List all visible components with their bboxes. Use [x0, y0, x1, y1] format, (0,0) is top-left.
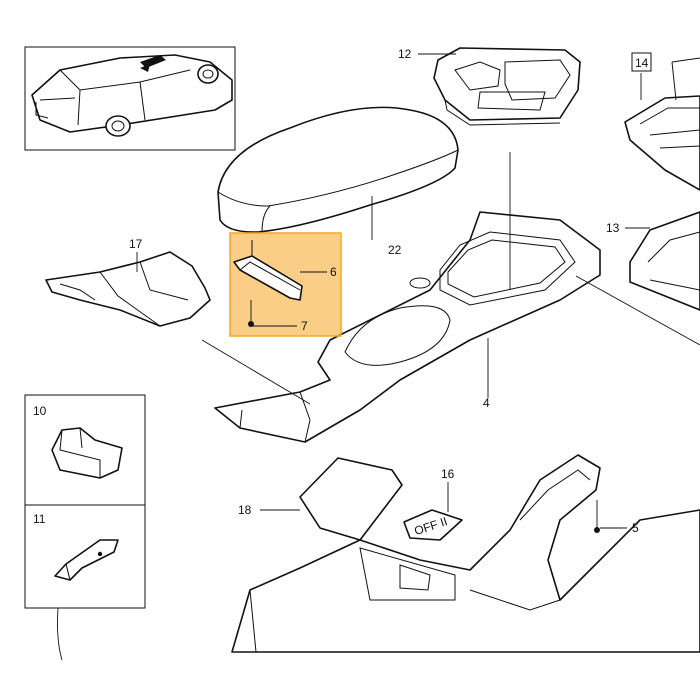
- callout-4: 4: [483, 396, 490, 410]
- callout-16: 16: [441, 467, 455, 481]
- lower-console-body: [231, 454, 700, 653]
- part-16-ashtray-lid: OFF II: [403, 509, 463, 541]
- leader-lines: [136, 53, 700, 529]
- vehicle-locator-inset: [24, 46, 236, 151]
- part-12-front-tray: [433, 47, 581, 126]
- part-18-lid: [299, 457, 403, 541]
- inset-box-11: [24, 504, 146, 661]
- callout-17: 17: [129, 237, 143, 251]
- part-5-screw: [594, 500, 600, 533]
- callout-10: 10: [33, 404, 47, 418]
- callout-18: 18: [238, 503, 252, 517]
- part-4-console-frame: [214, 211, 601, 443]
- callout-14: 14: [635, 56, 649, 70]
- console-location-marker: [140, 55, 166, 68]
- part-17-end-piece: [45, 251, 211, 327]
- part-22-armrest: [217, 106, 459, 233]
- callout-14-box: [631, 52, 652, 72]
- callout-12: 12: [398, 47, 412, 61]
- callout-22: 22: [388, 243, 402, 257]
- part-7-screw: [248, 300, 254, 327]
- callout-labels: 12 14 13 17 22 6 7 4 10 11 16 18 5: [33, 47, 652, 535]
- callout-6: 6: [330, 265, 337, 279]
- part-13-tray: [629, 211, 700, 311]
- callout-13: 13: [606, 221, 620, 235]
- part-6-bracket: [233, 240, 303, 301]
- part-14-storage-tray: [624, 57, 700, 191]
- callout-11: 11: [33, 512, 46, 526]
- callout-5: 5: [632, 521, 639, 535]
- inset-box-10: [24, 394, 146, 506]
- callout-7: 7: [301, 319, 308, 333]
